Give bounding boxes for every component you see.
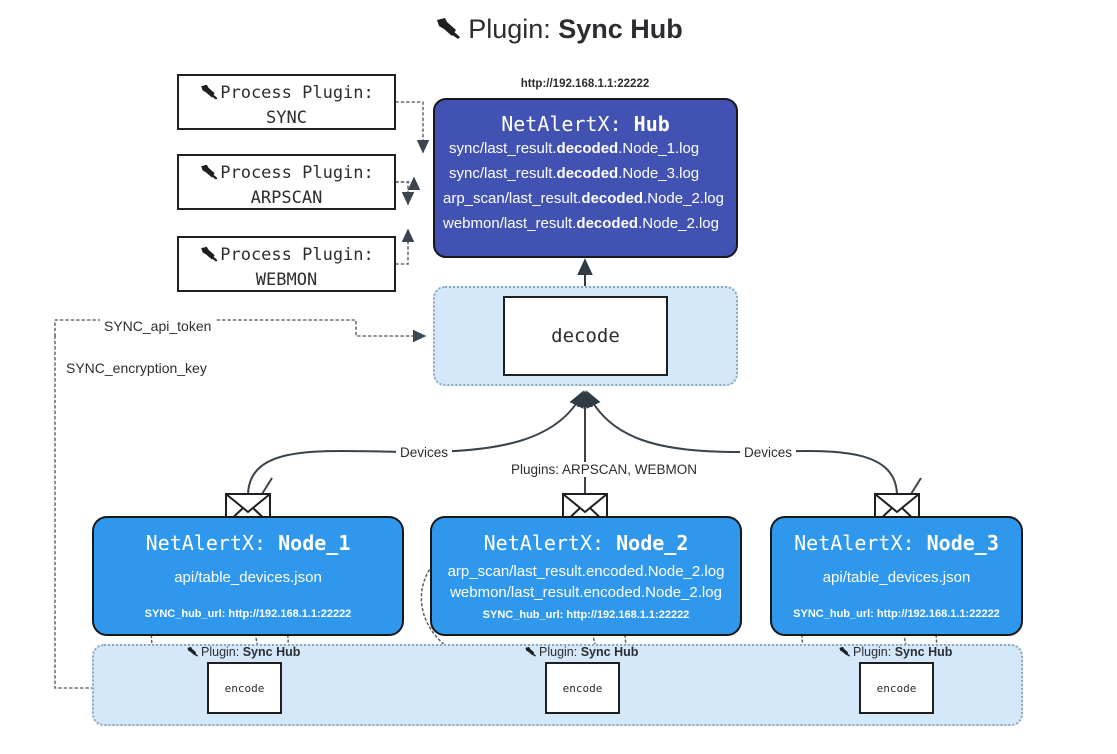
node-box-node2[interactable]: NetAlertX: Node_2 arp_scan/last_result.e… [430, 516, 742, 636]
node-file-line: api/table_devices.json [822, 569, 971, 586]
node-title: NetAlertX: Node_3 [794, 531, 999, 555]
plug-icon [434, 17, 462, 48]
edge-node3-to-decode [586, 390, 898, 497]
sync-api-token-label: SYNC_api_token [100, 318, 216, 334]
hub-log-line: sync/last_result.decoded.Node_3.log [449, 165, 700, 183]
node-file-line: api/table_devices.json [174, 569, 322, 586]
node-file-line: webmon/last_result.encoded.Node_2.log [450, 584, 722, 601]
hub-title: NetAlertX: Hub [435, 112, 736, 136]
edge-label-plugins-center: Plugins: ARPSCAN, WEBMON [508, 462, 701, 477]
encoder-plugin-label-3: Plugin: Sync Hub [838, 645, 952, 661]
encode-box-3[interactable]: encode [859, 662, 934, 714]
edge-webmon-to-hub4 [395, 228, 415, 265]
process-plugin-webmon[interactable]: Process Plugin: WEBMON [177, 236, 396, 292]
encoder-plugin-label-1: Plugin: Sync Hub [186, 645, 300, 661]
edge-label-devices-left: Devices [396, 445, 453, 460]
edge-arpscan-stub [395, 176, 421, 190]
edge-arpscan-to-hub3 [395, 181, 415, 206]
hub-title-prefix: NetAlertX: [501, 112, 622, 136]
process-plugin-name: WEBMON [255, 269, 318, 290]
hub-box[interactable]: NetAlertX: Hub sync/last_result.decoded.… [433, 98, 738, 258]
title-name: Sync Hub [558, 14, 683, 44]
hub-log-line: arp_scan/last_result.decoded.Node_2.log [443, 190, 724, 208]
node-hub-url: SYNC_hub_url: http://192.168.1.1:22222 [482, 609, 690, 621]
sync-encryption-key-label: SYNC_encryption_key [62, 360, 211, 376]
node-hub-url: SYNC_hub_url: http://192.168.1.1:22222 [144, 608, 352, 620]
process-plugin-name: ARPSCAN [250, 187, 323, 208]
process-plugin-name: SYNC [266, 107, 307, 128]
process-plugin-sync[interactable]: Process Plugin: SYNC [177, 74, 396, 130]
node-box-node3[interactable]: NetAlertX: Node_3 api/table_devices.json… [770, 516, 1023, 636]
node-hub-url: SYNC_hub_url: http://192.168.1.1:22222 [793, 608, 1000, 620]
node-title: NetAlertX: Node_2 [483, 531, 689, 555]
hub-title-name: Hub [633, 112, 670, 136]
node-file-line: arp_scan/last_result.encoded.Node_2.log [447, 563, 725, 580]
encode-box-1[interactable]: encode [207, 662, 282, 714]
hub-log-line: sync/last_result.decoded.Node_1.log [449, 140, 700, 157]
hub-log-line: webmon/last_result.decoded.Node_2.log [443, 215, 719, 233]
process-plugin-arpscan[interactable]: Process Plugin: ARPSCAN [177, 154, 396, 210]
stem-node3 [910, 477, 922, 495]
plug-icon [199, 246, 219, 270]
encode-box-2[interactable]: encode [545, 662, 620, 714]
plug-icon [199, 84, 219, 108]
plug-icon [524, 646, 537, 661]
edge-label-devices-right: Devices [740, 445, 797, 460]
plug-icon [199, 164, 219, 188]
process-plugin-label: Process Plugin: [220, 245, 374, 265]
encoder-plugin-label-2: Plugin: Sync Hub [524, 645, 638, 661]
node-title: NetAlertX: Node_1 [145, 531, 351, 555]
process-plugin-label: Process Plugin: [220, 83, 374, 103]
hub-url-label: http://192.168.1.1:22222 [520, 78, 650, 90]
node-box-node1[interactable]: NetAlertX: Node_1 api/table_devices.json… [92, 516, 404, 636]
plug-icon [838, 646, 851, 661]
stem-node1 [261, 477, 273, 495]
edge-sync-to-hub1 [395, 101, 430, 154]
title-prefix: Plugin: [468, 14, 551, 44]
edge-node1-to-decode [247, 390, 584, 497]
plug-icon [186, 646, 199, 661]
decode-box[interactable]: decode [503, 296, 668, 376]
page-title: Plugin: Sync Hub [0, 14, 1117, 48]
process-plugin-label: Process Plugin: [220, 163, 374, 183]
